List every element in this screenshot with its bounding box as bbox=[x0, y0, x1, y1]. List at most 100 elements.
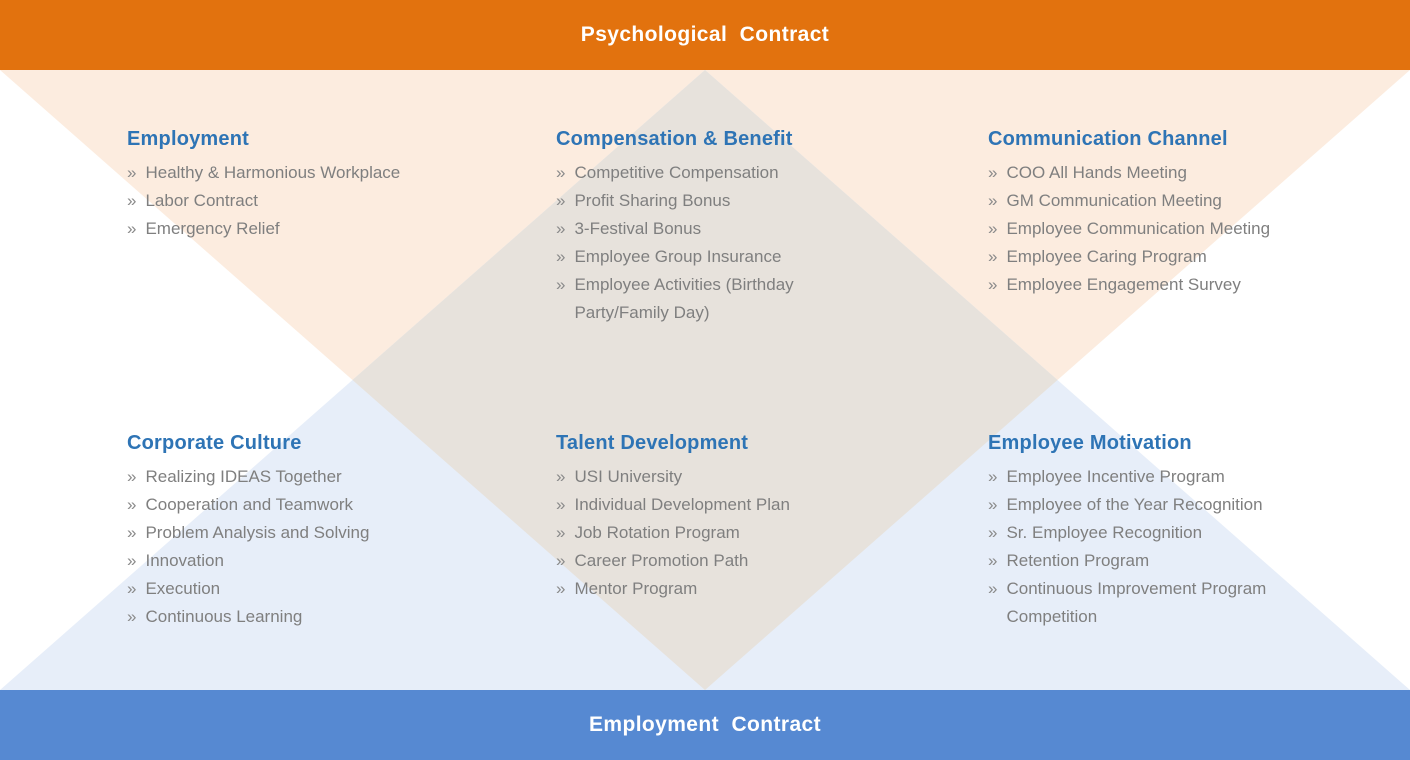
list-item-label: 3-Festival Bonus bbox=[574, 219, 702, 238]
list-item-label: Retention Program bbox=[1006, 551, 1150, 570]
chevron-bullet-icon: » bbox=[127, 579, 137, 598]
list-item-label: Healthy & Harmonious Workplace bbox=[145, 163, 401, 182]
list-item: » Sr. Employee Recognition bbox=[988, 519, 1318, 547]
list-item: » Retention Program bbox=[988, 547, 1318, 575]
chevron-bullet-icon: » bbox=[988, 191, 998, 210]
section-employment: Employment » Healthy & Harmonious Workpla… bbox=[127, 125, 487, 243]
list-item: » Continuous Improvement Program Competit… bbox=[988, 575, 1318, 631]
list-item: » Employee Caring Program bbox=[988, 243, 1318, 271]
list-item-label: Emergency Relief bbox=[145, 219, 280, 238]
chevron-bullet-icon: » bbox=[988, 275, 998, 294]
list-item-label: Execution bbox=[145, 579, 221, 598]
list-item-label: COO All Hands Meeting bbox=[1006, 163, 1187, 182]
chevron-bullet-icon: » bbox=[988, 579, 998, 598]
psychological-contract-banner-label: Psychological Contract bbox=[580, 23, 830, 46]
section-item-list: » COO All Hands Meeting » GM Communication … bbox=[988, 159, 1318, 299]
chevron-bullet-icon: » bbox=[556, 247, 566, 266]
section-item-list: » Healthy & Harmonious Workplace » Labor Co… bbox=[127, 159, 487, 243]
chevron-bullet-icon: » bbox=[556, 495, 566, 514]
section-talent-development: Talent Development »USI University»Indiv… bbox=[556, 429, 886, 603]
list-item-label: Continuous Learning bbox=[145, 607, 303, 626]
list-item: » Labor Contract bbox=[127, 187, 487, 215]
list-item-label: Employee Communication Meeting bbox=[1006, 219, 1271, 238]
chevron-bullet-icon: » bbox=[127, 495, 137, 514]
list-item: » Employee of the Year Recognition bbox=[988, 491, 1318, 519]
chevron-bullet-icon: » bbox=[127, 551, 137, 570]
list-item: » COO All Hands Meeting bbox=[988, 159, 1318, 187]
section-item-list: »USI University»Individual Development P… bbox=[556, 463, 886, 603]
chevron-bullet-icon: » bbox=[988, 247, 998, 266]
chevron-bullet-icon: » bbox=[127, 191, 137, 210]
list-item-label: Employee Group Insurance bbox=[574, 247, 782, 266]
list-item: » Employee Engagement Survey bbox=[988, 271, 1318, 299]
chevron-bullet-icon: » bbox=[988, 523, 998, 542]
list-item-label: Competitive Compensation bbox=[574, 163, 779, 182]
list-item: » Healthy & Harmonious Workplace bbox=[127, 159, 487, 187]
list-item: » 3-Festival Bonus bbox=[556, 215, 828, 243]
list-item: »USI University bbox=[556, 463, 886, 491]
section-title: Employee Motivation bbox=[988, 432, 1192, 454]
list-item: » Continuous Learning bbox=[127, 603, 487, 631]
employment-contract-banner: Employment Contract bbox=[0, 690, 1410, 760]
list-item-label: Problem Analysis and Solving bbox=[145, 523, 370, 542]
psychological-contract-banner: Psychological Contract bbox=[0, 0, 1410, 70]
chevron-bullet-icon: » bbox=[988, 551, 998, 570]
list-item-label: Career Promotion Path bbox=[574, 551, 749, 570]
list-item: » Cooperation and Teamwork bbox=[127, 491, 487, 519]
section-corporate-culture: Corporate Culture »Realizing IDEAS Toget… bbox=[127, 429, 487, 631]
chevron-bullet-icon: » bbox=[127, 607, 137, 626]
list-item-label: Employee of the Year Recognition bbox=[1006, 495, 1263, 514]
chevron-bullet-icon: » bbox=[556, 191, 566, 210]
chevron-bullet-icon: » bbox=[556, 551, 566, 570]
list-item-label: Individual Development Plan bbox=[574, 495, 790, 514]
list-item-label: Employee Activities (Birthday Party/Fami… bbox=[574, 275, 794, 322]
list-item: »Emergency Relief bbox=[127, 215, 487, 243]
section-employee-motivation: Employee Motivation » Employee Incentive … bbox=[988, 429, 1318, 631]
section-item-list: » Employee Incentive Program » Employee of … bbox=[988, 463, 1318, 631]
list-item: » Execution bbox=[127, 575, 487, 603]
section-communication-channel: Communication Channel » COO All Hands Mee… bbox=[988, 125, 1318, 299]
section-title: Communication Channel bbox=[988, 128, 1228, 150]
list-item-label: Sr. Employee Recognition bbox=[1006, 523, 1203, 542]
list-item-label: Employee Caring Program bbox=[1006, 247, 1207, 266]
list-item: » Individual Development Plan bbox=[556, 491, 886, 519]
chevron-bullet-icon: » bbox=[988, 467, 998, 486]
chevron-bullet-icon: » bbox=[988, 219, 998, 238]
employment-contract-banner-label: Employment Contract bbox=[588, 713, 822, 736]
chevron-bullet-icon: » bbox=[988, 163, 998, 182]
chevron-bullet-icon: » bbox=[988, 495, 998, 514]
list-item-label: Continuous Improvement Program Competiti… bbox=[1006, 579, 1267, 626]
list-item-label: Innovation bbox=[145, 551, 224, 570]
section-item-list: »Realizing IDEAS Together»Cooperation an… bbox=[127, 463, 487, 631]
section-item-list: » Competitive Compensation » Profit Sharing… bbox=[556, 159, 828, 327]
list-item-label: Employee Incentive Program bbox=[1006, 467, 1225, 486]
chevron-bullet-icon: » bbox=[556, 275, 566, 294]
list-item-label: Job Rotation Program bbox=[574, 523, 740, 542]
chevron-bullet-icon: » bbox=[556, 523, 566, 542]
chevron-bullet-icon: » bbox=[556, 579, 566, 598]
list-item: » Innovation bbox=[127, 547, 487, 575]
list-item: » Competitive Compensation bbox=[556, 159, 828, 187]
chevron-bullet-icon: » bbox=[556, 219, 566, 238]
section-compensation-benefit: Compensation & Benefit »Competitive Comp… bbox=[556, 125, 828, 327]
list-item-label: Profit Sharing Bonus bbox=[574, 191, 731, 210]
chevron-bullet-icon: » bbox=[556, 163, 566, 182]
list-item: »Mentor Program bbox=[556, 575, 886, 603]
chevron-bullet-icon: » bbox=[127, 523, 137, 542]
list-item-label: USI University bbox=[574, 467, 683, 486]
chevron-bullet-icon: » bbox=[127, 163, 137, 182]
list-item-label: Cooperation and Teamwork bbox=[145, 495, 354, 514]
chevron-bullet-icon: » bbox=[127, 467, 137, 486]
list-item: »Realizing IDEAS Together bbox=[127, 463, 487, 491]
list-item: » Employee Activities (Birthday Party/Fam… bbox=[556, 271, 828, 327]
list-item: » Profit Sharing Bonus bbox=[556, 187, 828, 215]
list-item-label: GM Communication Meeting bbox=[1006, 191, 1222, 210]
list-item-label: Labor Contract bbox=[145, 191, 258, 210]
list-item: » Employee Group Insurance bbox=[556, 243, 828, 271]
section-title: Employment bbox=[127, 128, 250, 150]
section-title: Talent Development bbox=[556, 432, 749, 454]
section-title: Corporate Culture bbox=[127, 432, 302, 454]
list-item: » GM Communication Meeting bbox=[988, 187, 1318, 215]
list-item-label: Employee Engagement Survey bbox=[1006, 275, 1241, 294]
